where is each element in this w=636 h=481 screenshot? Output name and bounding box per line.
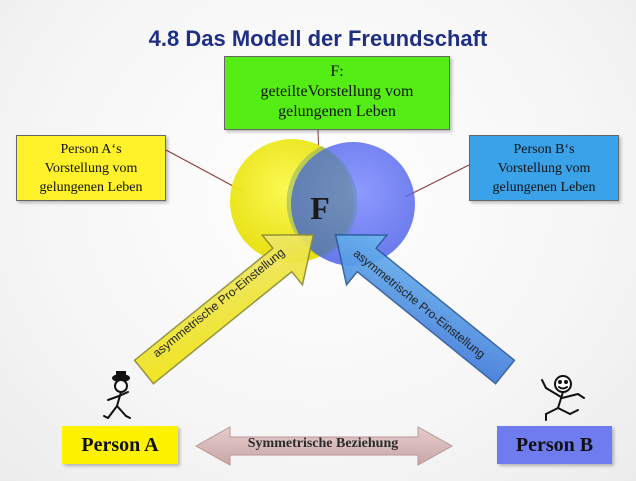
person-a-vision-box: Person A‘s Vorstellung vom gelungenen Le…: [16, 135, 166, 201]
person-a-vision-line3: gelungenen Leben: [39, 180, 143, 195]
person-a-vision-line1: Person A‘s: [60, 142, 122, 157]
circle-overlap: [286, 146, 358, 258]
double-arrow-symmetric: [194, 426, 454, 466]
connector-line-b: [404, 164, 470, 198]
arrow-left-label: asymmetrische Pro-Einstellung: [150, 245, 287, 360]
friendship-label: F: [310, 190, 330, 226]
arrow-right-label: asymmetrische Pro-Einstellung: [351, 246, 488, 361]
shared-vision-box: F: geteilteVorstellung vom gelungenen Le…: [224, 56, 450, 130]
person-a-label: Person A: [62, 426, 178, 464]
person-b-vision-line2: Vorstellung vom: [497, 161, 591, 176]
arrow-left: [133, 234, 315, 385]
shared-vision-line3: gelungenen Leben: [278, 103, 396, 120]
shared-vision-line2: geteilteVorstellung vom: [260, 83, 414, 100]
person-b-label: Person B: [497, 426, 612, 464]
shared-vision-line1: F:: [330, 63, 344, 80]
stick-figure-b-icon: [541, 375, 585, 421]
page-title: 4.8 Das Modell der Freundschaft: [148, 26, 488, 51]
person-a-vision-line2: Vorstellung vom: [44, 161, 138, 176]
stick-figure-a-icon: [103, 371, 131, 419]
person-b-vision-line1: Person B‘s: [513, 142, 575, 157]
arrow-right: [334, 234, 516, 385]
person-b-vision-line3: gelungenen Leben: [492, 180, 596, 195]
symmetric-relation-label: Symmetrische Beziehung: [247, 436, 399, 451]
person-b-vision-box: Person B‘s Vorstellung vom gelungenen Le…: [469, 135, 619, 201]
